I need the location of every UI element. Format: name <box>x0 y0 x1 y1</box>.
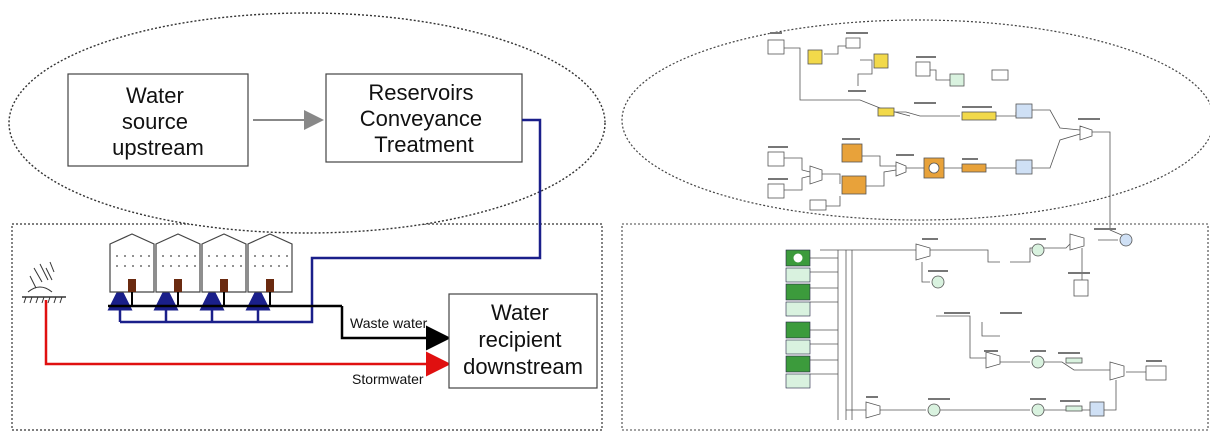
right-urban-frame <box>621 223 1209 431</box>
urban-model-labels <box>866 228 1162 402</box>
recipient-line-2: recipient <box>478 327 561 352</box>
waste-water-arrow <box>340 306 451 351</box>
reservoir-line-2: Conveyance <box>360 106 482 131</box>
water-source-box: Water source upstream <box>67 73 249 167</box>
upstream-model-labels <box>768 32 1100 180</box>
source-line-1: Water <box>126 83 184 108</box>
recipient-line-1: Water <box>491 300 549 325</box>
building-1 <box>109 233 155 293</box>
waste-water-label: Waste water <box>350 315 428 331</box>
building-3 <box>201 233 247 293</box>
stormwater-label: Stormwater <box>352 371 424 387</box>
building-2 <box>155 233 201 293</box>
reservoir-box: Reservoirs Conveyance Treatment <box>325 73 523 163</box>
left-diagram: Water source upstream Reservoirs Conveya… <box>8 12 606 431</box>
source-line-2: source <box>122 109 188 134</box>
source-line-3: upstream <box>112 135 204 160</box>
water-recipient-box: Water recipient downstream <box>448 293 598 389</box>
rain-icon <box>22 261 66 304</box>
svg-text:Water source u: Water source upstream <box>112 83 204 160</box>
reservoir-line-1: Reservoirs <box>368 80 473 105</box>
building-4 <box>247 233 293 293</box>
stormwater-arrow <box>44 300 451 377</box>
svg-text:Reservoirs Conveyance: Reservoirs Conveyance Treatment <box>360 80 488 157</box>
reservoir-line-3: Treatment <box>374 132 473 157</box>
right-diagram <box>621 19 1210 431</box>
recipient-line-3: downstream <box>463 354 583 379</box>
upstream-model <box>767 37 1125 237</box>
buildings <box>109 233 293 293</box>
supply-line <box>120 118 542 324</box>
right-upstream-ellipse <box>621 19 1210 221</box>
svg-text:Water recipient: Water recipient downstream <box>463 300 583 379</box>
urban-model <box>810 233 1167 420</box>
input-icons <box>785 249 811 389</box>
urban-area-frame <box>11 223 603 431</box>
